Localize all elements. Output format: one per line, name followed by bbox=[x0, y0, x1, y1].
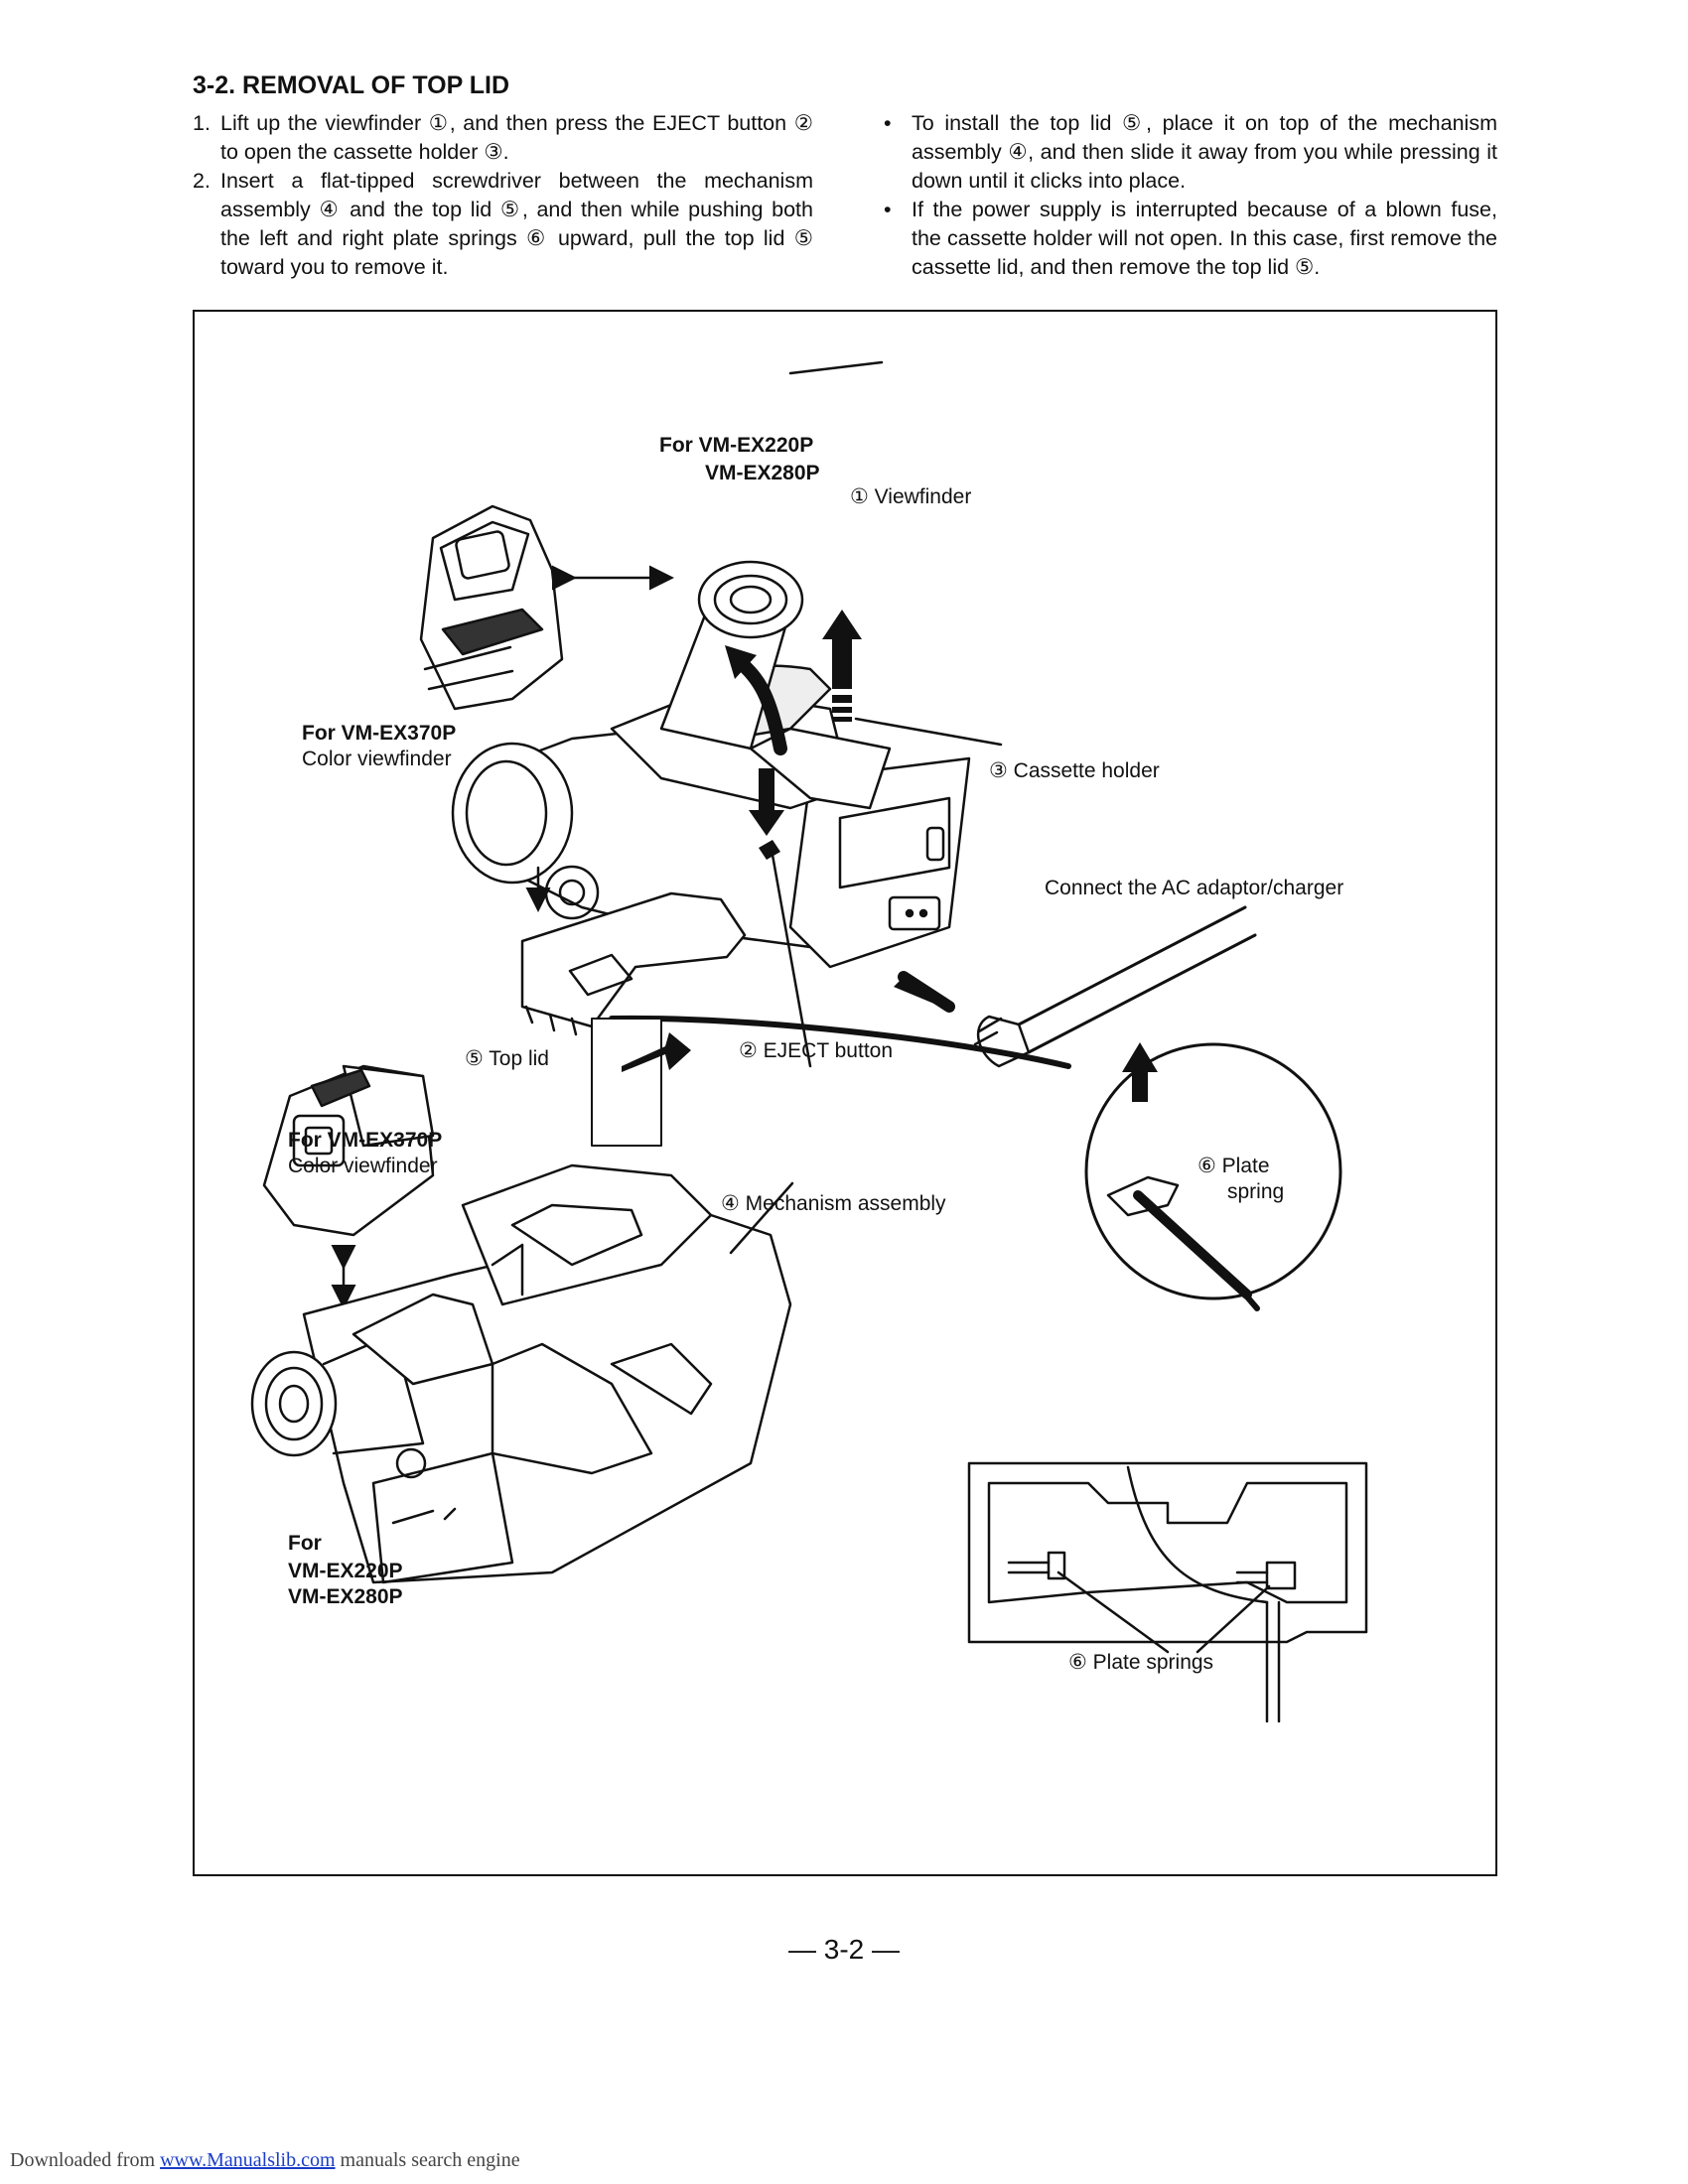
camcorder-top-drawing bbox=[451, 560, 971, 969]
illustration-frame: For VM-EX220P VM-EX280P ① Viewfinder For… bbox=[193, 310, 1497, 1876]
note-2: • If the power supply is interrupted bec… bbox=[884, 196, 1497, 282]
model-label-bottom-2: VM-EX280P bbox=[288, 1585, 403, 1608]
steps-list: 1. Lift up the viewfinder ①, and then pr… bbox=[193, 109, 813, 282]
bullet-mark: • bbox=[884, 198, 892, 221]
bullet-mark: • bbox=[884, 111, 892, 135]
plate-spring-label-2: spring bbox=[1227, 1180, 1285, 1203]
color-viewfinder-label-bottom: Color viewfinder bbox=[288, 1155, 438, 1177]
plate-springs-detail bbox=[967, 1461, 1368, 1723]
step-text: Lift up the viewfinder ①, and then press… bbox=[220, 111, 813, 164]
ex370p-label-top: For VM-EX370P bbox=[302, 722, 457, 745]
step-text: Insert a flat-tipped screwdriver between… bbox=[220, 169, 813, 279]
step-1: 1. Lift up the viewfinder ①, and then pr… bbox=[193, 109, 813, 167]
leader-spring-right bbox=[1196, 1584, 1271, 1654]
ex370p-label-bottom: For VM-EX370P bbox=[288, 1129, 443, 1152]
cassette-holder-label: ③ Cassette holder bbox=[989, 759, 1160, 782]
for-label-bottom: For bbox=[288, 1532, 322, 1555]
step-number: 2. bbox=[193, 169, 211, 193]
viewfinder-label: ① Viewfinder bbox=[850, 485, 972, 508]
mechanism-assembly-label: ④ Mechanism assembly bbox=[721, 1192, 946, 1215]
footer: Downloaded from www.Manualslib.com manua… bbox=[10, 2149, 520, 2172]
model-label-bottom-1: VM-EX220P bbox=[288, 1560, 403, 1582]
notes-list: • To install the top lid ⑤, place it on … bbox=[884, 109, 1497, 282]
slide-arrow bbox=[622, 1032, 691, 1072]
step-2: 2. Insert a flat-tipped screwdriver betw… bbox=[193, 167, 813, 282]
footer-prefix: Downloaded from bbox=[10, 2149, 161, 2171]
eject-arrow bbox=[749, 768, 784, 860]
top-lid-drawing bbox=[520, 891, 747, 1036]
manualslib-link[interactable]: www.Manualslib.com bbox=[160, 2149, 336, 2171]
step-number: 1. bbox=[193, 111, 211, 135]
note-1: • To install the top lid ⑤, place it on … bbox=[884, 109, 1497, 196]
leader-mechanism bbox=[729, 1181, 794, 1255]
page-number: — 3-2 — bbox=[787, 1934, 901, 1965]
color-viewfinder-drawing-bottom bbox=[262, 1064, 435, 1237]
ac-adaptor-label: Connect the AC adaptor/charger bbox=[1045, 877, 1344, 899]
color-viewfinder-label-top: Color viewfinder bbox=[302, 748, 452, 770]
leader-plate-spring bbox=[609, 1015, 1071, 1069]
footer-suffix: manuals search engine bbox=[335, 2149, 520, 2171]
model-label-top-2: VM-EX280P bbox=[705, 462, 820, 484]
camcorder-bottom-drawing bbox=[250, 1163, 792, 1584]
plate-spring-inset bbox=[1084, 1042, 1342, 1311]
color-viewfinder-drawing-top bbox=[419, 504, 564, 711]
note-text: If the power supply is interrupted becau… bbox=[912, 198, 1497, 279]
section-title: 3-2. REMOVAL OF TOP LID bbox=[193, 71, 510, 99]
plate-springs-label: ⑥ Plate springs bbox=[1068, 1651, 1214, 1674]
leader-spring-left bbox=[1056, 1570, 1170, 1654]
leader-viewfinder bbox=[788, 360, 884, 375]
plate-spring-label-1: ⑥ Plate bbox=[1197, 1155, 1270, 1177]
top-lid-label: ⑤ Top lid bbox=[465, 1047, 549, 1070]
leader-cassette bbox=[854, 717, 1003, 747]
lift-arrow bbox=[822, 610, 862, 722]
ac-connector-drawing bbox=[973, 905, 1257, 1068]
model-label-top-1: For VM-EX220P bbox=[659, 434, 814, 457]
camcorder-illustration bbox=[250, 360, 1368, 1723]
note-text: To install the top lid ⑤, place it on to… bbox=[912, 111, 1497, 193]
eject-button-label: ② EJECT button bbox=[739, 1039, 894, 1062]
